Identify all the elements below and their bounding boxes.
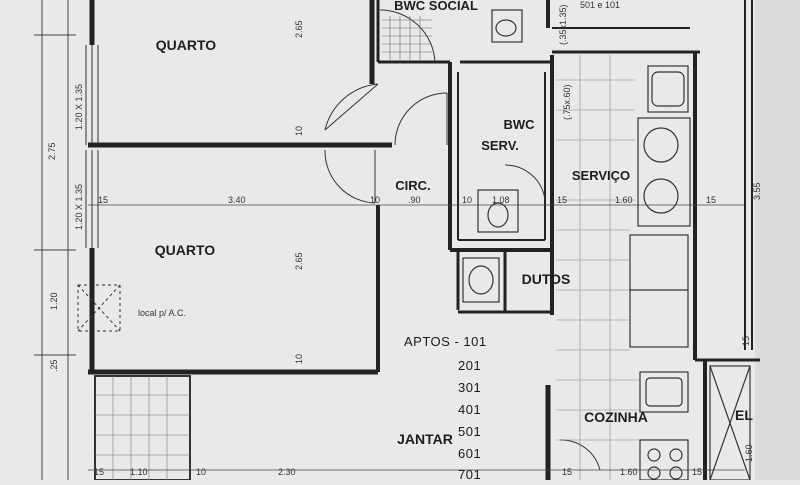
tile-grid (556, 55, 640, 480)
dim-bot-110: 1.10 (130, 467, 148, 477)
dim-mid-15b: 15 (557, 195, 567, 205)
apto-item: 401 (458, 402, 481, 417)
apto-item: 601 (458, 446, 481, 461)
dim-q2-10: 10 (294, 354, 304, 364)
room-jantar: JANTAR (397, 431, 453, 447)
dim-bot-15c: 15 (692, 467, 702, 477)
top-right-label: 501 e 101 (580, 0, 620, 10)
dim-right-355: 3.55 (752, 182, 762, 200)
bwc-social-hatch (382, 16, 432, 60)
room-bwc-serv-2: SERV. (481, 138, 519, 153)
doors (324, 9, 601, 471)
dim-left-25: .25 (49, 359, 59, 372)
room-bwc-social: BWC SOCIAL (394, 0, 478, 13)
dim-left-275: 2.75 (47, 142, 57, 160)
dim-mid-90: .90 (408, 195, 421, 205)
aptos-label: APTOS - 101 (404, 334, 487, 349)
window-quarto-top (85, 45, 99, 145)
room-servico: SERVIÇO (572, 168, 630, 183)
room-bwc-serv-1: BWC (503, 117, 535, 132)
left-dimension-lines (34, 0, 76, 480)
dim-mid-10b: 10 (462, 195, 472, 205)
dim-bot-160: 1.60 (620, 467, 638, 477)
dim-mid-160: 1.60 (615, 195, 633, 205)
window-label-2: 1.20 X 1.35 (74, 184, 84, 230)
dim-mid-340: 3.40 (228, 195, 246, 205)
dim-bot-15a: 15 (94, 467, 104, 477)
dim-q1-height: 2.65 (294, 20, 304, 38)
apto-item: 201 (458, 358, 481, 373)
dim-left-120: 1.20 (49, 292, 59, 310)
walls (88, 0, 760, 480)
window-label-4: (.35x1.35) (558, 4, 568, 45)
note-ac: local p/ A.C. (138, 308, 186, 318)
window-label-3: (.75x.60) (562, 84, 572, 120)
room-circ: CIRC. (395, 178, 430, 193)
room-quarto-top: QUARTO (156, 37, 217, 53)
room-quarto-bottom: QUARTO (155, 242, 216, 258)
window-label-1: 1.20 X 1.35 (74, 84, 84, 130)
toilet-serv (477, 189, 519, 233)
dim-q1-10: 10 (294, 126, 304, 136)
dim-right-15: 15 (741, 336, 751, 346)
dim-bot-230: 2.30 (278, 467, 296, 477)
dim-mid-15: 15 (98, 195, 108, 205)
sink-servico (647, 65, 689, 113)
window-quarto-bottom (85, 150, 99, 248)
apto-item: 301 (458, 380, 481, 395)
paper-edge (755, 0, 800, 480)
dim-mid-10a: 10 (370, 195, 380, 205)
dim-q2-height: 2.65 (294, 252, 304, 270)
dim-mid-15c: 15 (706, 195, 716, 205)
dim-mid-108: 1.08 (492, 195, 510, 205)
room-cozinha: COZINHA (584, 409, 648, 425)
tank-1 (462, 257, 500, 303)
sink-kitchen (639, 371, 689, 413)
aptos-list: 201 301 401 501 601 701 (458, 358, 481, 482)
apto-item: 501 (458, 424, 481, 439)
ac-symbol (77, 284, 121, 332)
mid-dimension-line (88, 204, 745, 471)
dim-bot-15b: 15 (562, 467, 572, 477)
room-el: EL (735, 407, 753, 423)
fridge (629, 234, 689, 348)
room-dutos: DUTOS (522, 271, 571, 287)
apto-item: 701 (458, 467, 481, 480)
washer-dryer (637, 117, 691, 227)
balcony-grid (94, 375, 191, 481)
dim-right-160: 1.60 (744, 444, 754, 462)
dim-bot-10: 10 (196, 467, 206, 477)
toilet-social (491, 9, 523, 43)
